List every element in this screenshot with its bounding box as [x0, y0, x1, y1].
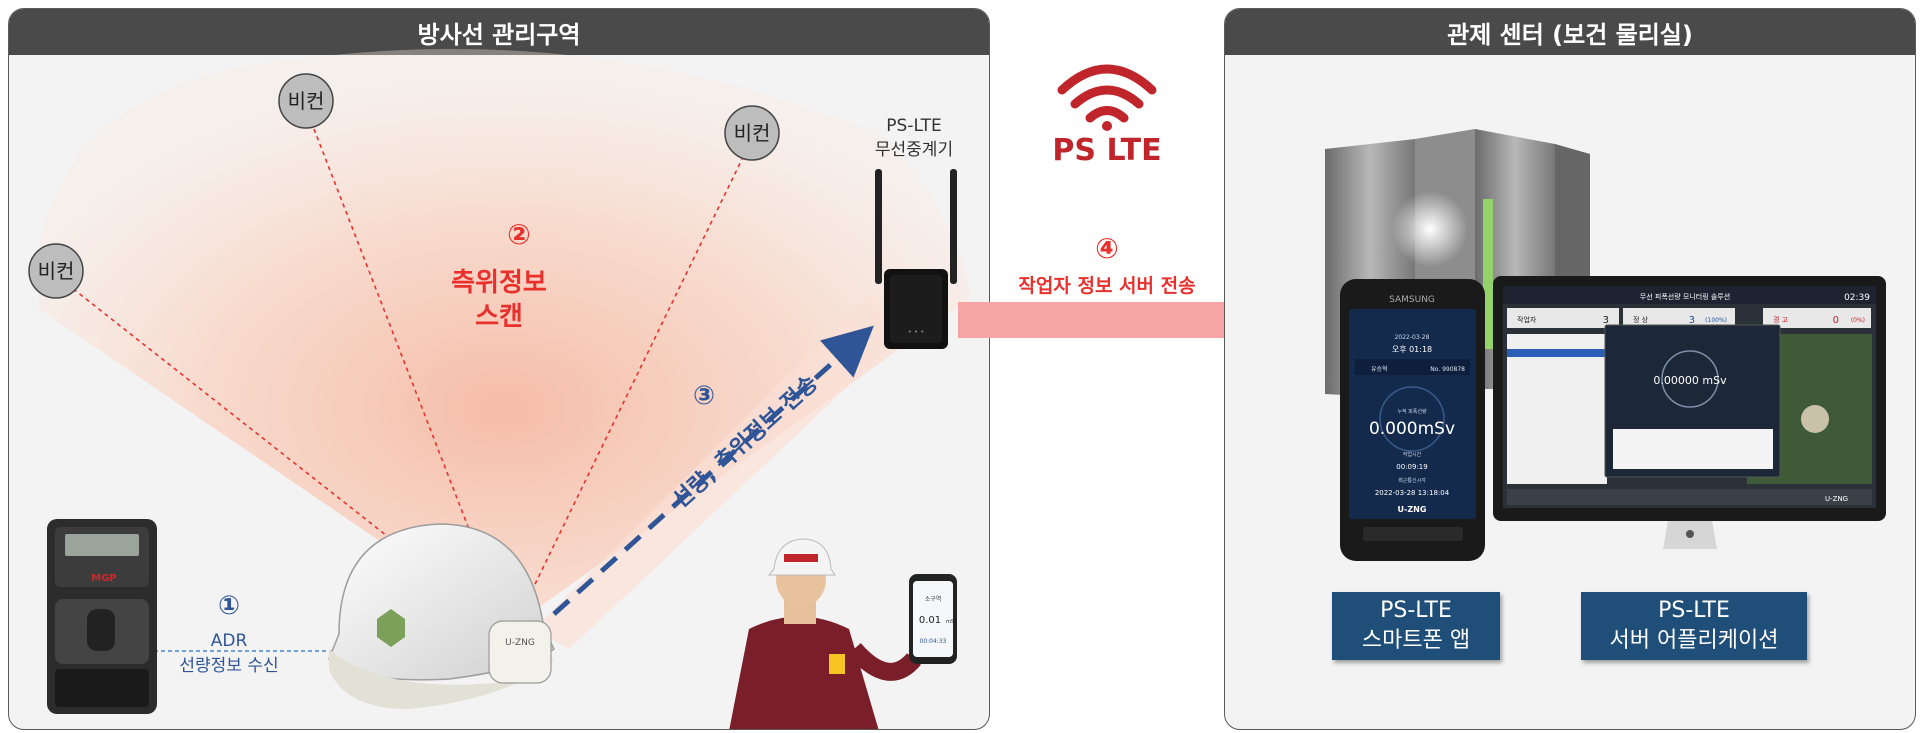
server-app-caption-line2: 서버 어플리케이션 — [1609, 628, 1779, 653]
monitor-stat3-value: 0 — [1833, 315, 1839, 326]
monitor-stat2-pct: (100%) — [1705, 317, 1727, 324]
ps-lte-label: PS LTE — [1052, 133, 1161, 168]
monitor-stat3-label: 경 고 — [1773, 315, 1789, 324]
beacon-3-label: 비컨 — [734, 121, 771, 145]
control-center-panel: 관제 센터 (보건 물리실) SAMSUNG — [1224, 8, 1916, 730]
transmission-arrow — [552, 325, 874, 616]
monitor-clock: 02:39 — [1844, 293, 1870, 303]
monitor-logo: U-ZNG — [1825, 495, 1848, 503]
worker-phone-dose: 0.01 — [919, 615, 941, 626]
scan-line-beacon-3 — [516, 148, 748, 623]
transfer-beam — [534, 294, 909, 649]
smartphone-time: 오후 01:18 — [1392, 345, 1432, 354]
smartphone-dose: 0.000mSv — [1369, 419, 1455, 439]
smartphone-app-caption: PS-LTE 스마트폰 앱 — [1332, 592, 1500, 660]
smartphone-id: No. 990878 — [1430, 366, 1465, 373]
positioning-tag — [488, 620, 552, 684]
svg-text:• • •: • • • — [908, 328, 925, 336]
wifi-icon — [1057, 64, 1157, 131]
helmet: U-ZNG — [328, 523, 555, 709]
monitor-title: 무선 피폭선량 모니터링 솔루션 — [1640, 292, 1730, 301]
monitor-stat3-pct: (0%) — [1851, 317, 1865, 324]
monitor-stat1-value: 3 — [1603, 315, 1609, 326]
step-3-number: ③ — [693, 381, 715, 411]
worker-phone: 소구역 0.01 mSv 00:04:33 — [909, 574, 957, 664]
step-1-line2: 선량정보 수신 — [179, 656, 278, 676]
wireless-relay-device: • • • — [875, 169, 957, 349]
relay-label-1: PS-LTE — [886, 116, 941, 136]
worker-phone-zone: 소구역 — [925, 595, 942, 603]
smartphone-date: 2022-03-28 — [1395, 334, 1430, 341]
radiation-zone-diagram: 비컨 비컨 비컨 ② 측위정보 스캔 ③ 선량, 측위정보 전송 ① ADR 선… — [28, 49, 969, 729]
step-2-number: ② — [507, 218, 531, 251]
monitor-stat2-label: 정 상 — [1633, 315, 1649, 324]
beacon-1: 비컨 — [28, 243, 84, 299]
step-4-number: ④ — [1095, 232, 1119, 265]
control-center-title: 관제 센터 (보건 물리실) — [1225, 9, 1915, 55]
beacon-2-label: 비컨 — [288, 89, 325, 113]
monitor-stat1-label: 작업자 — [1517, 315, 1537, 324]
smartphone-last: 2022-03-28 13:18:04 — [1375, 489, 1450, 497]
tag-brand: U-ZNG — [505, 638, 535, 648]
worker-phone-time: 00:04:33 — [920, 638, 947, 645]
beacon-3: 비컨 — [724, 105, 780, 161]
smartphone-brand: SAMSUNG — [1389, 295, 1435, 305]
dosimeter-brand: MGP — [91, 573, 117, 584]
beacon-1-label: 비컨 — [38, 259, 75, 283]
step-1-line1: ADR — [211, 631, 248, 651]
step-4-line1: 작업자 정보 서버 전송 — [1018, 275, 1195, 297]
worker-phone-unit: mSv — [946, 619, 957, 625]
server-app-caption-line1: PS-LTE — [1658, 598, 1730, 623]
smartphone-elapsed: 00:09:19 — [1396, 463, 1427, 471]
scan-line-beacon-1 — [66, 283, 501, 625]
smartphone-dose-caption: 누적 피폭선량 — [1397, 408, 1427, 415]
smartphone-device: SAMSUNG 2022-03-28 오후 01:18 유승혁 No. 9908… — [1340, 279, 1485, 561]
monitor-stat2-value: 3 — [1689, 315, 1695, 326]
smartphone-logo: U-ZNG — [1398, 505, 1427, 514]
smartphone-app-caption-line1: PS-LTE — [1380, 598, 1452, 623]
step-1-number: ① — [218, 591, 240, 621]
smartphone-last-caption: 최근통신시각 — [1398, 477, 1426, 484]
smartphone-user: 유승혁 — [1371, 366, 1388, 373]
beacon-2: 비컨 — [278, 73, 334, 129]
smartphone-elapsed-caption: 작업시간 — [1403, 451, 1422, 458]
server-app-caption: PS-LTE 서버 어플리케이션 — [1581, 592, 1807, 660]
scan-area — [39, 49, 969, 629]
relay-label-2: 무선중계기 — [875, 140, 953, 160]
radiation-zone-title: 방사선 관리구역 — [9, 9, 989, 55]
step-2-line2: 스캔 — [475, 302, 523, 332]
dosimeter-device: MGP — [47, 519, 157, 714]
radiation-zone-panel: 방사선 관리구역 — [8, 8, 990, 730]
monitor-popup-dose: 0.00000 mSv — [1653, 374, 1727, 387]
control-center-diagram: SAMSUNG 2022-03-28 오후 01:18 유승혁 No. 9908… — [1325, 129, 1886, 561]
step-2-line1: 측위정보 — [451, 268, 547, 298]
worker-figure — [729, 538, 921, 729]
monitor-device: 무선 피폭선량 모니터링 솔루션 02:39 작업자 3 정 상 3 (100%… — [1493, 276, 1886, 549]
smartphone-app-caption-line2: 스마트폰 앱 — [1361, 628, 1471, 653]
